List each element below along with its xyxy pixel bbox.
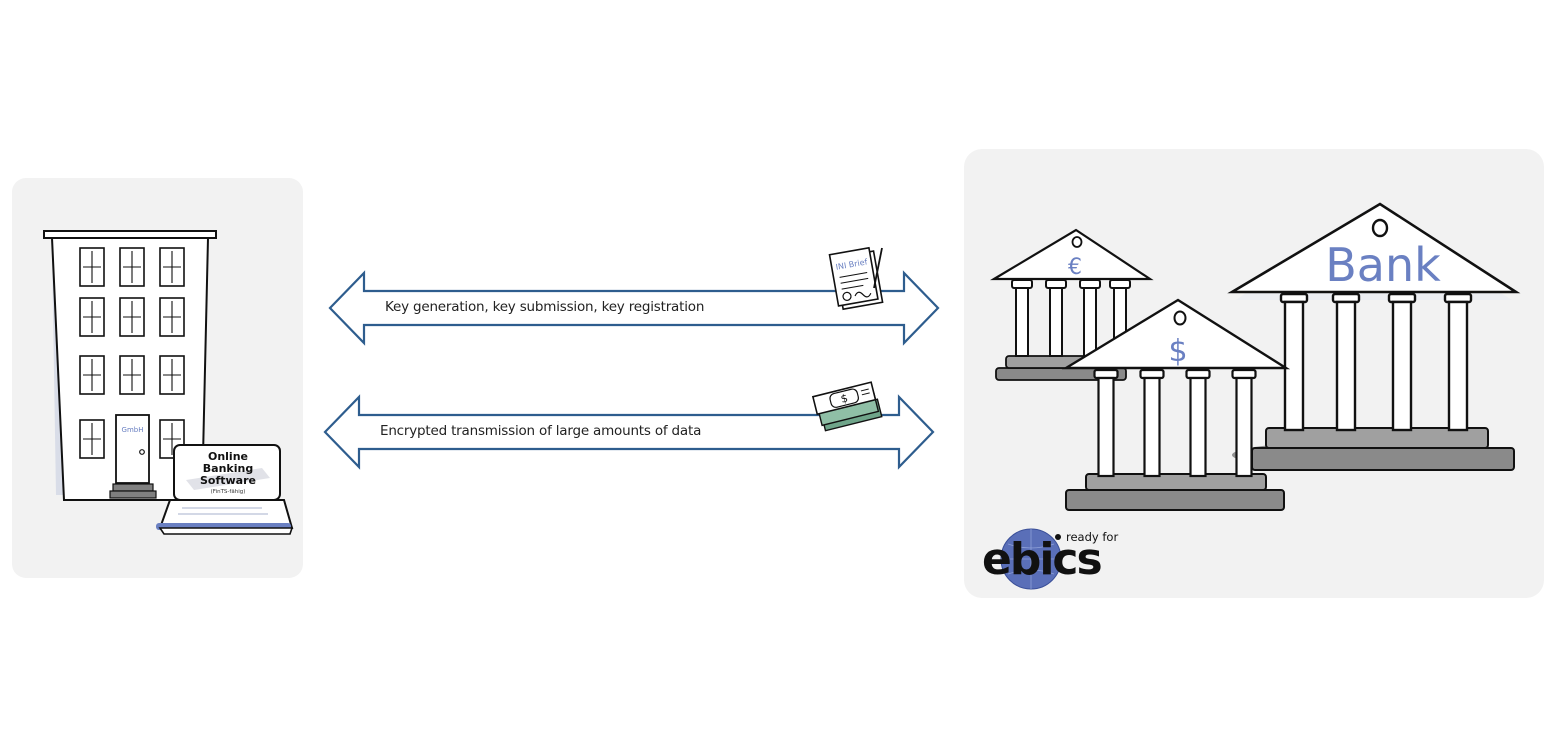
- money-stack-icon: $: [811, 381, 883, 432]
- door-label: GmbH: [122, 426, 144, 434]
- dollar-symbol: $: [1168, 334, 1187, 369]
- dollar-bank-building: $: [1061, 298, 1291, 511]
- main-bank-building: Bank: [1227, 202, 1521, 471]
- bank-label: Bank: [1325, 238, 1441, 292]
- data-transfer-label: Encrypted transmission of large amounts …: [380, 423, 702, 439]
- key-exchange-label: Key generation, key submission, key regi…: [385, 299, 705, 315]
- ebics-tagline: ready for: [1066, 530, 1118, 544]
- ini-letter-icon: INI Brief: [828, 246, 884, 311]
- euro-symbol: €: [1068, 255, 1082, 280]
- svg-text:$: $: [839, 392, 849, 406]
- laptop-text-line2: Banking: [203, 462, 253, 475]
- laptop-text-line1: Online: [208, 450, 248, 463]
- laptop-subtitle: (FinTS-fähig): [211, 489, 246, 495]
- laptop-text-line3: Software: [200, 474, 256, 487]
- ebics-word: ebics: [982, 534, 1102, 585]
- ebics-logo: ebics ready for: [982, 528, 1118, 590]
